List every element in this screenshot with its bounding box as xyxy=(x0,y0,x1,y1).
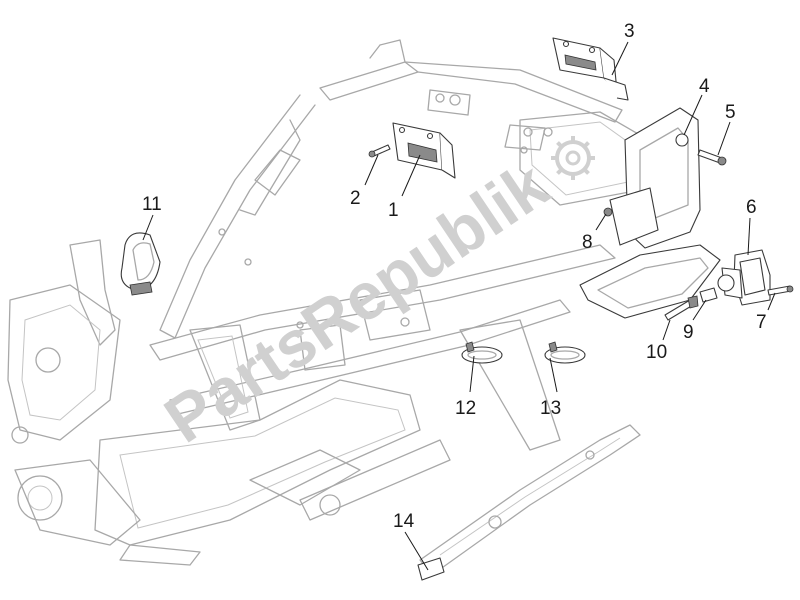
part-6-actuator xyxy=(717,249,771,306)
gear-icon xyxy=(551,136,595,180)
callout-labels: 1 2 3 4 5 6 7 8 9 10 11 12 13 14 xyxy=(142,21,767,532)
leader-lines xyxy=(142,41,776,571)
part-2-screw xyxy=(368,144,391,158)
part-13-hose-clamp xyxy=(544,341,586,364)
part-5-bolt xyxy=(697,149,727,166)
part-1-hinge-bracket xyxy=(392,122,456,179)
part-12-hose-clamp xyxy=(461,341,503,364)
callout-8: 8 xyxy=(582,232,593,253)
part-4-bracket xyxy=(609,107,701,249)
scooter-frame xyxy=(7,39,641,566)
part-3-hinge-bracket xyxy=(552,37,629,101)
part-10-pin xyxy=(664,295,699,321)
callout-14: 14 xyxy=(393,511,415,532)
callout-2: 2 xyxy=(350,188,361,209)
callout-3: 3 xyxy=(624,21,635,42)
callout-13: 13 xyxy=(540,398,561,419)
part-11-clamp xyxy=(120,232,161,296)
callout-5: 5 xyxy=(725,102,736,123)
callout-4: 4 xyxy=(699,76,710,97)
callout-1: 1 xyxy=(388,200,399,221)
callout-12: 12 xyxy=(455,398,476,419)
callout-11: 11 xyxy=(142,194,162,215)
part-9-nut xyxy=(699,287,718,303)
watermark: PartsRepublik xyxy=(151,136,595,457)
callout-9: 9 xyxy=(683,322,694,343)
callout-7: 7 xyxy=(756,312,767,333)
guard-plate xyxy=(579,244,721,319)
callout-10: 10 xyxy=(646,342,667,363)
callout-6: 6 xyxy=(746,197,757,218)
part-7-screw xyxy=(767,285,794,296)
